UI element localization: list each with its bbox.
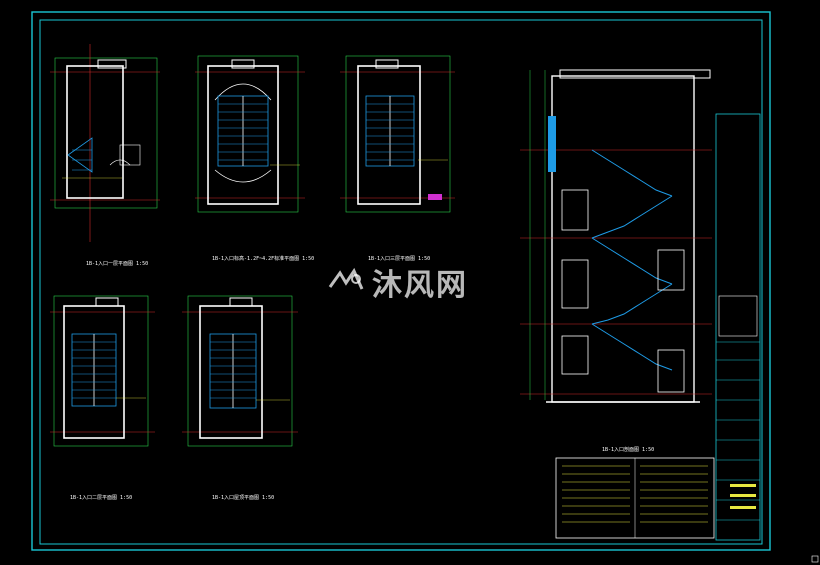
mufeng-logo-icon <box>328 267 364 290</box>
watermark-text: 沐风网 <box>372 268 468 303</box>
outer-frame <box>31 11 771 551</box>
watermark: 沐风网 <box>326 262 506 303</box>
plan-5-roof <box>182 295 298 447</box>
plan-4-second-floor <box>50 295 155 447</box>
plan-1-caption: 1B-1入口一层平面图 1:50 <box>86 261 149 267</box>
title-block <box>715 113 761 541</box>
plan-3-third-floor <box>340 55 455 213</box>
stair-section <box>520 69 712 403</box>
plan-3-caption: 1B-1入口三层平面图 1:50 <box>368 256 431 262</box>
plan-1-ground-floor <box>50 44 160 242</box>
plan-5-caption: 1B-1入口屋顶平面图 1:50 <box>212 495 275 501</box>
inner-frame <box>39 19 763 545</box>
notes-table <box>555 457 715 539</box>
plan-4-caption: 1B-1入口二层平面图 1:50 <box>70 495 133 501</box>
plan-2-caption: 1B-1入口标高-1.2F~4.2F标准平面图 1:50 <box>212 256 315 262</box>
section-caption: 1B-1入口剖面图 1:50 <box>602 447 655 453</box>
plan-2-typical-floor <box>195 55 305 213</box>
